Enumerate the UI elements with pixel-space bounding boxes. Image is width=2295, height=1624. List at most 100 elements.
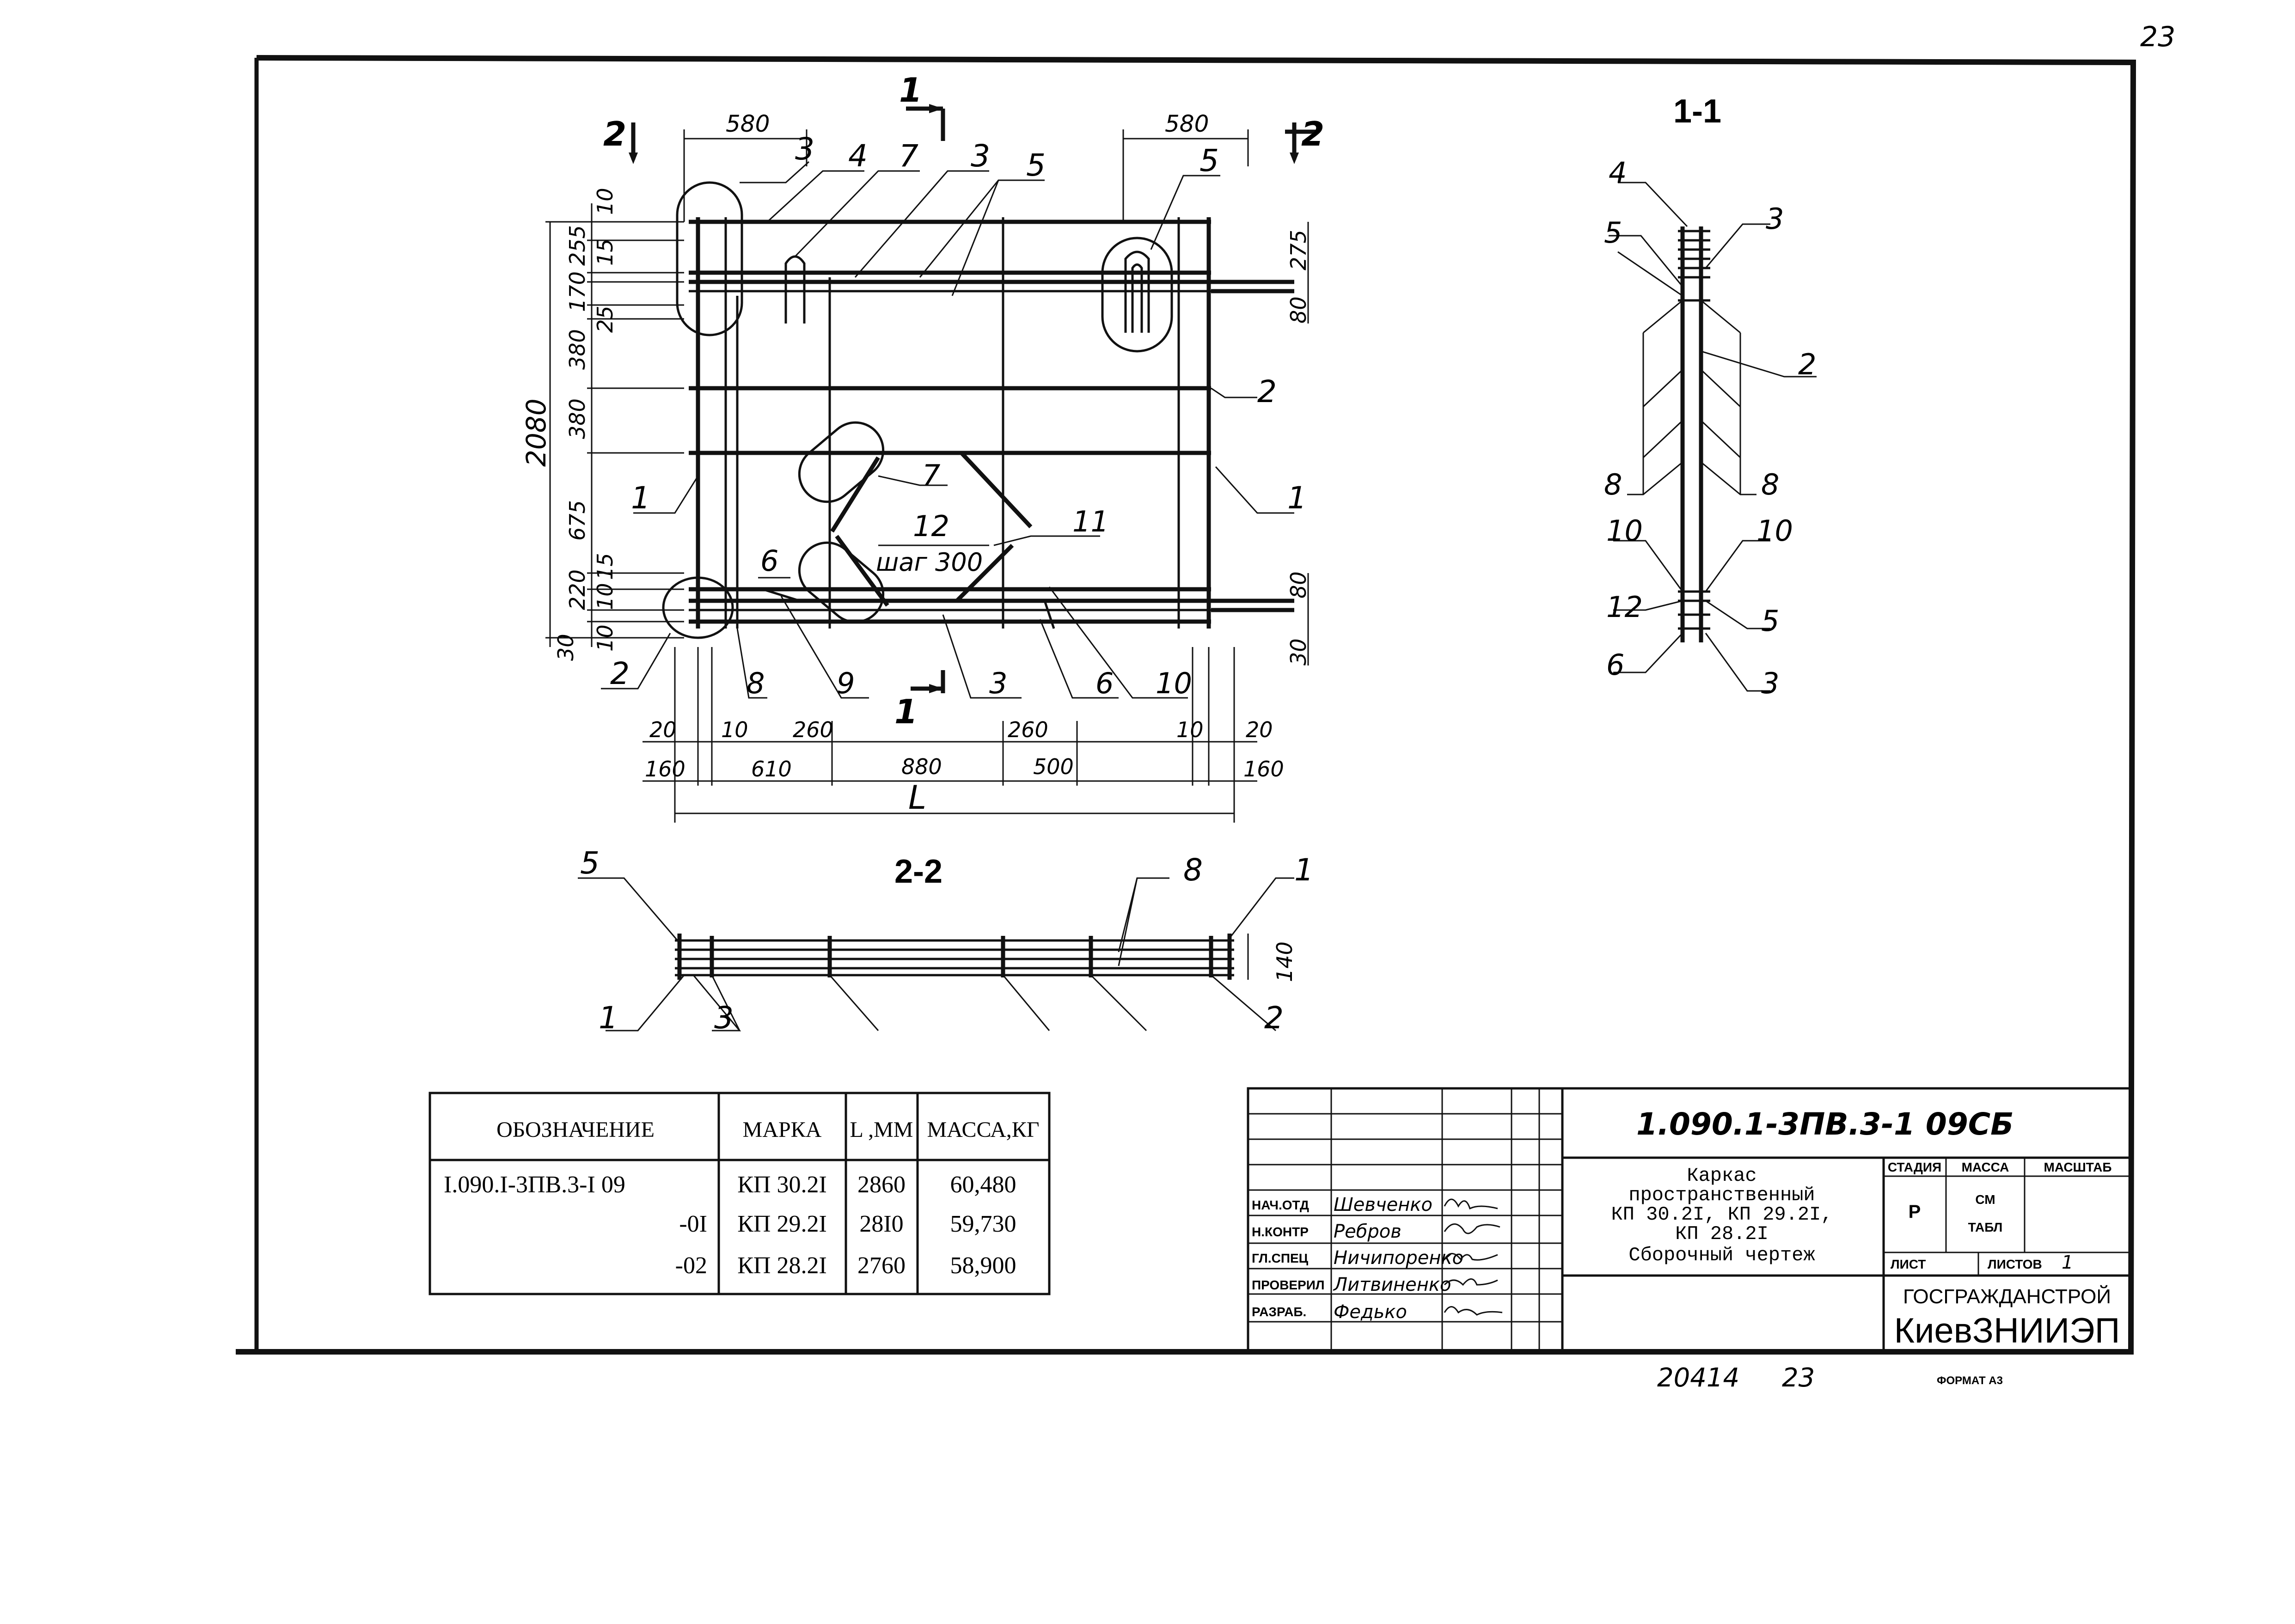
s11-label-5r: 5 xyxy=(1761,604,1779,638)
dim-left-2080: 2080 xyxy=(520,398,552,467)
spec-table: ОБОЗНАЧЕНИЕ МАРКА L ,ММ МАССА,КГ I.090.I… xyxy=(428,1092,1051,1295)
s11-label-4: 4 xyxy=(1609,156,1627,189)
dim-bottom-880: 880 xyxy=(901,754,942,779)
spec-row2-designation: -0I xyxy=(679,1211,707,1237)
dim-left-10: 10 xyxy=(593,188,618,215)
dim-left-380b: 380 xyxy=(565,398,590,439)
spec-header-length: L ,ММ xyxy=(850,1117,913,1142)
s11-label-12: 12 xyxy=(1606,590,1643,624)
org-name-1: ГОСГРАЖДАНСТРОЙ xyxy=(1903,1284,2111,1308)
sheet-frame xyxy=(236,55,2136,1355)
detail-circle-middle-2 xyxy=(798,541,885,623)
dim-bottom-260: 260 xyxy=(793,717,833,742)
s11-label-8: 8 xyxy=(1604,468,1622,501)
detail-circle-top-left xyxy=(676,181,743,336)
callout-9: 9 xyxy=(837,666,855,700)
svg-text:2: 2 xyxy=(1301,115,1324,153)
spec-row2-mass: 59,730 xyxy=(950,1211,1016,1237)
spec-row1-designation: I.090.I-3ПВ.3-I 09 xyxy=(444,1172,625,1198)
footer-format: ФОРМАТ А3 xyxy=(1937,1374,2003,1387)
section-2-2-title: 2-2 xyxy=(894,853,942,890)
spec-row3-mark: КП 28.2I xyxy=(737,1252,827,1279)
mass-header: МАССА xyxy=(1962,1160,2009,1174)
callout-5b: 5 xyxy=(1200,143,1219,178)
sheet-label: ЛИСТ xyxy=(1891,1257,1926,1271)
stage-value: Р xyxy=(1909,1202,1921,1222)
loop-right-1 xyxy=(1124,250,1150,333)
page-number: 23 xyxy=(2140,21,2175,53)
diagonal-2 xyxy=(960,451,1033,529)
name-2: Ребров xyxy=(1334,1221,1401,1242)
s11-label-5: 5 xyxy=(1604,216,1622,250)
signature-1 xyxy=(1444,1198,1498,1210)
title-line-4: КП 28.2I xyxy=(1675,1223,1769,1245)
spec-header-designation: ОБОЗНАЧЕНИЕ xyxy=(496,1117,655,1142)
callout-4: 4 xyxy=(848,138,868,174)
dim-left-170: 170 xyxy=(565,271,590,312)
dim-left-15: 15 xyxy=(593,238,618,266)
spec-row3-designation: -02 xyxy=(675,1252,707,1279)
callout-2-left: 2 xyxy=(610,656,630,691)
s11-label-10: 10 xyxy=(1606,514,1643,548)
spec-row1-length: 2860 xyxy=(857,1172,906,1198)
mass-value-2: ТАБЛ xyxy=(1968,1220,2003,1234)
scale-header: МАСШТАБ xyxy=(2044,1160,2112,1174)
role-1: НАЧ.ОТД xyxy=(1252,1198,1309,1212)
detail-circle-middle xyxy=(798,421,885,503)
bent-bar xyxy=(762,588,1055,629)
loop-right-2 xyxy=(1131,263,1143,333)
callout-2-right: 2 xyxy=(1257,374,1277,409)
footer-code: 20414 xyxy=(1657,1363,1739,1393)
s22-label-2: 2 xyxy=(1264,1000,1284,1036)
diagonal-3 xyxy=(835,535,889,607)
dim-right-30: 30 xyxy=(1286,638,1311,665)
dim-bottom-160b: 160 xyxy=(1243,757,1284,781)
dim-left-380a: 380 xyxy=(565,329,590,370)
s11-label-3r: 3 xyxy=(1761,666,1779,700)
detail-circle-right xyxy=(1101,237,1173,353)
callout-3-bottom: 3 xyxy=(989,666,1007,700)
s22-label-3: 3 xyxy=(714,1000,734,1036)
s11-label-2: 2 xyxy=(1798,348,1816,381)
svg-text:1: 1 xyxy=(894,692,918,731)
stage-header: СТАДИЯ xyxy=(1888,1160,1941,1174)
dim-bottom-500: 500 xyxy=(1033,754,1074,779)
doc-code: 1.090.1-3ПВ.3-1 09СБ xyxy=(1636,1106,2014,1142)
diagonal-1 xyxy=(830,456,880,533)
callout-3: 3 xyxy=(795,131,814,167)
s11-label-8r: 8 xyxy=(1761,468,1779,501)
dim-bottom-260b: 260 xyxy=(1008,717,1048,742)
dim-left-675: 675 xyxy=(565,500,590,541)
spec-row1-mark: КП 30.2I xyxy=(737,1172,827,1198)
signature-5 xyxy=(1444,1306,1503,1316)
section-1-1-title: 1-1 xyxy=(1673,93,1721,130)
callout-6-middle: 6 xyxy=(760,544,778,578)
callout-12: 12 xyxy=(913,509,949,543)
callout-1-left: 1 xyxy=(631,480,650,516)
spec-row2-length: 28I0 xyxy=(859,1211,903,1237)
title-line-3: КП 30.2I, КП 29.2I, xyxy=(1611,1203,1833,1226)
signature-2 xyxy=(1444,1223,1500,1234)
section-1-1: 1-1 xyxy=(1604,93,1817,700)
spec-row3-length: 2760 xyxy=(857,1252,906,1279)
svg-text:2: 2 xyxy=(603,115,626,153)
role-4: ПРОВЕРИЛ xyxy=(1252,1278,1325,1292)
footer-page: 23 xyxy=(1782,1363,1815,1393)
dim-bottom-10b: 10 xyxy=(1176,717,1204,742)
s11-label-6: 6 xyxy=(1606,648,1624,682)
dim-right-275: 275 xyxy=(1286,230,1311,270)
spec-table-frame xyxy=(428,1092,1051,1295)
dim-bottom-20b: 20 xyxy=(1246,717,1273,742)
dim-bottom-20: 20 xyxy=(649,717,677,742)
section-mark-2-right: 2 xyxy=(1285,115,1324,164)
plan-view: 2 2 1 1 580 580 xyxy=(520,71,1324,823)
role-3: ГЛ.СПЕЦ xyxy=(1252,1251,1309,1265)
signature-3 xyxy=(1444,1253,1498,1261)
section-2-2: 2-2 140 xyxy=(578,845,1314,1036)
step-label: шаг 300 xyxy=(876,548,983,577)
callout-5: 5 xyxy=(1026,147,1046,183)
name-3: Ничипоренко xyxy=(1334,1247,1463,1269)
name-4: Литвиненко xyxy=(1333,1274,1451,1295)
callout-11: 11 xyxy=(1072,505,1109,538)
name-5: Федько xyxy=(1334,1301,1407,1323)
